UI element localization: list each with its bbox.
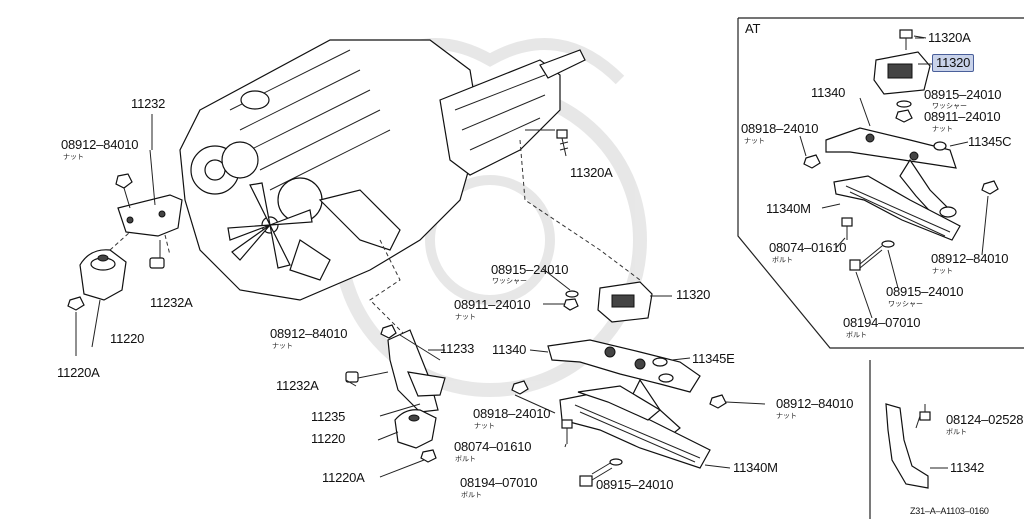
bracket-11232	[117, 149, 183, 237]
side-detail-parts	[885, 403, 948, 489]
at-detail-frame	[737, 17, 1024, 349]
at-label-08194-07010[interactable]: 08194–07010	[843, 315, 921, 330]
at-label-08915-24010-b[interactable]: 08915–24010	[886, 284, 964, 299]
part-label-11232A[interactable]: 11232A	[150, 295, 193, 310]
nut-caption-center: ナット	[455, 313, 476, 321]
fan	[227, 182, 313, 269]
nut-left-upper	[115, 173, 133, 209]
part-label-11220[interactable]: 11220	[110, 331, 145, 346]
at-label-11320-highlighted[interactable]: 11320	[932, 54, 975, 72]
part-label-11235[interactable]: 11235	[311, 409, 346, 424]
at-label-08074-01610[interactable]: 08074–01610	[769, 240, 847, 255]
washer-caption-center: ワッシャー	[492, 277, 527, 285]
at-label-08912-84010[interactable]: 08912–84010	[931, 251, 1009, 266]
nut-caption-upper-left: ナット	[63, 153, 84, 161]
at-washer-caption: ワッシャー	[932, 102, 967, 110]
part-label-08915-24010-center[interactable]: 08915–24010	[491, 262, 569, 277]
part-label-11340M[interactable]: 11340M	[733, 460, 778, 475]
bolt-08194	[579, 458, 623, 487]
part-label-08915-24010-lower[interactable]: 08915–24010	[596, 477, 674, 492]
side-label-08124-02528[interactable]: 08124–02528	[946, 412, 1024, 427]
nut-caption-mid: ナット	[272, 342, 293, 350]
part-label-08074-01610[interactable]: 08074–01610	[454, 439, 532, 454]
at-label-08911-24010[interactable]: 08911–24010	[924, 109, 1001, 124]
diagram-reference-code: Z31–A–A1103–0160	[910, 506, 989, 516]
washer-nut-center	[563, 290, 579, 311]
bracket-11233	[387, 329, 446, 413]
part-label-11220A[interactable]: 11220A	[57, 365, 100, 380]
bolt-11232A-mid	[345, 371, 389, 383]
bolt-caption-08074: ボルト	[455, 455, 476, 463]
nut-08918	[511, 380, 529, 395]
nut-caption-08918: ナット	[474, 422, 495, 430]
nut-mid-left	[380, 324, 397, 339]
part-label-11220-mid[interactable]: 11220	[311, 431, 346, 446]
nut-11220A	[67, 296, 85, 311]
at-bolt-caption-a: ボルト	[772, 256, 793, 264]
at-box-title: AT	[745, 21, 761, 36]
at-label-11320A[interactable]: 11320A	[928, 30, 971, 45]
part-label-08918-24010[interactable]: 08918–24010	[473, 406, 551, 421]
bolt-caption-08194: ボルト	[461, 491, 482, 499]
at-nut-caption-c: ナット	[932, 267, 953, 275]
at-parts	[799, 29, 999, 319]
at-nut-caption-b: ナット	[744, 137, 765, 145]
side-bolt-caption: ボルト	[946, 428, 967, 436]
at-washer-caption-b: ワッシャー	[888, 300, 923, 308]
part-label-11340[interactable]: 11340	[492, 342, 527, 357]
insulator-11220	[79, 249, 127, 301]
part-label-11320[interactable]: 11320	[676, 287, 711, 302]
part-label-11220A-mid[interactable]: 11220A	[322, 470, 365, 485]
member-11340M	[559, 385, 711, 469]
at-label-08918-24010[interactable]: 08918–24010	[741, 121, 819, 136]
part-label-11345E[interactable]: 11345E	[692, 351, 735, 366]
part-label-11232[interactable]: 11232	[131, 96, 166, 111]
at-label-08915-24010[interactable]: 08915–24010	[924, 87, 1002, 102]
mount-11320	[597, 281, 653, 323]
part-label-11320A[interactable]: 11320A	[570, 165, 613, 180]
at-nut-caption-a: ナット	[932, 125, 953, 133]
part-label-08912-84010-mid[interactable]: 08912–84010	[270, 326, 348, 341]
nut-caption-right: ナット	[776, 412, 797, 420]
at-label-11340[interactable]: 11340	[811, 85, 846, 100]
bolt-11320A-main	[525, 129, 569, 157]
part-label-08911-24010-center[interactable]: 08911–24010	[454, 297, 531, 312]
part-label-08194-07010[interactable]: 08194–07010	[460, 475, 538, 490]
part-label-08912-84010-right[interactable]: 08912–84010	[776, 396, 854, 411]
insulator-11220-mid	[394, 409, 437, 463]
bolt-08074	[561, 419, 573, 444]
side-label-11342[interactable]: 11342	[950, 460, 985, 475]
bolt-11232A	[149, 240, 165, 269]
nut-08912-right	[709, 394, 766, 409]
part-label-08912-84010-upper[interactable]: 08912–84010	[61, 137, 139, 152]
engine-block	[179, 39, 586, 301]
part-label-11233[interactable]: 11233	[440, 341, 475, 356]
at-label-11345C[interactable]: 11345C	[968, 134, 1012, 149]
part-label-11232A-mid[interactable]: 11232A	[276, 378, 319, 393]
at-bolt-caption-b: ボルト	[846, 331, 867, 339]
at-label-11340M[interactable]: 11340M	[766, 201, 811, 216]
